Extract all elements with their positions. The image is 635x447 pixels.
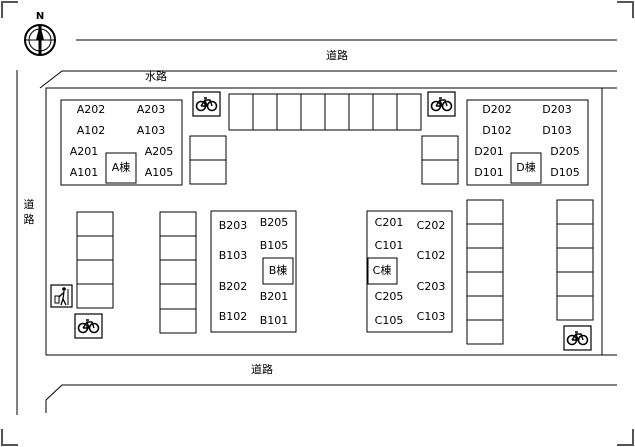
site-boundary [45, 87, 617, 355]
north-compass-icon [24, 24, 56, 56]
bicycle-parking-icon-2 [427, 91, 456, 117]
building-c-outline [366, 210, 453, 333]
unit-label: A203 [136, 103, 166, 116]
building-a-name: A棟 [111, 161, 131, 174]
unit-label: D205 [550, 145, 580, 158]
parking-column-1 [76, 211, 114, 309]
unit-label: B101 [259, 314, 289, 327]
unit-label: C205 [374, 290, 404, 303]
unit-label: D103 [542, 124, 572, 137]
parking-column-4 [556, 199, 594, 321]
parking-column-2 [159, 211, 197, 334]
south-road-edge [45, 384, 617, 413]
unit-label: B201 [259, 290, 289, 303]
unit-label: D202 [482, 103, 512, 116]
unit-label: A201 [69, 145, 99, 158]
building-d-core [510, 152, 542, 184]
bicycle-parking-icon-3 [74, 313, 103, 339]
parking-top-row [228, 93, 422, 131]
waterway-edge [39, 70, 617, 89]
building-c-core [367, 257, 398, 285]
building-b-core [262, 257, 294, 285]
building-c-name: C棟 [372, 264, 392, 277]
unit-label: B203 [218, 219, 248, 232]
west-road-label: 道路 [23, 198, 35, 226]
unit-label: C202 [416, 219, 446, 232]
unit-label: D201 [474, 145, 504, 158]
unit-label: D102 [482, 124, 512, 137]
unit-label: A205 [144, 145, 174, 158]
unit-label: B102 [218, 310, 248, 323]
compass-letter: N [35, 11, 45, 22]
unit-label: A103 [136, 124, 166, 137]
parking-right-small [421, 135, 459, 185]
building-d-name: D棟 [516, 161, 536, 174]
unit-label: B103 [218, 249, 248, 262]
building-a-core [105, 152, 137, 184]
unit-label: C102 [416, 249, 446, 262]
unit-label: B202 [218, 280, 248, 293]
unit-label: B205 [259, 216, 289, 229]
waterway-label: 水路 [145, 70, 167, 83]
building-d-outline [466, 99, 589, 186]
unit-label: C203 [416, 280, 446, 293]
garbage-station-icon [50, 284, 73, 308]
parking-left-small [189, 135, 227, 185]
unit-label: C201 [374, 216, 404, 229]
south-road-label: 道路 [251, 363, 273, 376]
unit-label: A101 [69, 166, 99, 179]
bicycle-parking-icon-4 [563, 325, 592, 351]
unit-label: C105 [374, 314, 404, 327]
unit-label: A105 [144, 166, 174, 179]
unit-label: B105 [259, 239, 289, 252]
unit-label: D203 [542, 103, 572, 116]
unit-label: C103 [416, 310, 446, 323]
bicycle-parking-icon-1 [192, 91, 221, 117]
north-road-label: 道路 [326, 49, 348, 62]
building-b-name: B棟 [268, 264, 288, 277]
parking-column-3 [466, 199, 504, 345]
unit-label: A102 [76, 124, 106, 137]
unit-label: D101 [474, 166, 504, 179]
unit-label: A202 [76, 103, 106, 116]
unit-label: D105 [550, 166, 580, 179]
building-b-outline [210, 210, 297, 333]
building-a-outline [60, 99, 183, 186]
unit-label: C101 [374, 239, 404, 252]
